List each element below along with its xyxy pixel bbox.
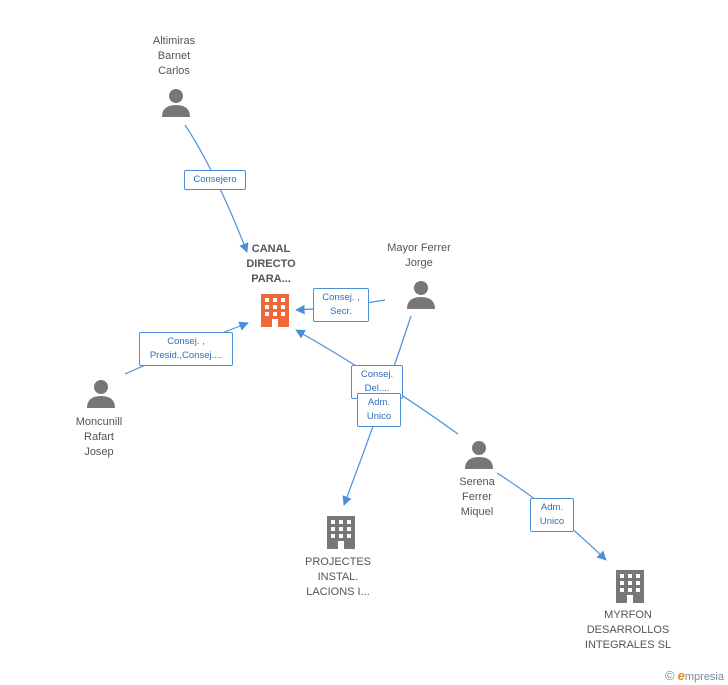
person-icon[interactable] [87, 380, 115, 408]
copyright-icon: © [664, 668, 675, 683]
brand-initial: e [677, 668, 685, 683]
edge-label-consej-presid: Consej. , Presid.,Consej.... [139, 332, 233, 366]
node-label-projectes[interactable]: PROJECTES INSTAL. LACIONS I... [304, 556, 371, 598]
node-label-moncunill[interactable]: Moncunill Rafart Josep [75, 416, 123, 458]
brand-name: mpresia [684, 671, 724, 683]
company-building-icon[interactable] [327, 516, 355, 549]
node-label-mayor-ferrer[interactable]: Mayor Ferrer Jorge [387, 242, 451, 269]
main-company-building-icon[interactable] [261, 294, 289, 327]
company-building-icon[interactable] [616, 570, 644, 603]
person-icon[interactable] [162, 89, 190, 117]
node-label-canal-directo[interactable]: CANAL DIRECTO PARA... [246, 243, 296, 285]
node-label-altimiras[interactable]: Altimiras Barnet Carlos [152, 35, 196, 77]
empresia-logo: © empresia [665, 668, 724, 683]
node-label-serena-ferrer[interactable]: Serena Ferrer Miquel [459, 476, 495, 518]
person-icon[interactable] [465, 441, 493, 469]
edge-label-consejero: Consejero [184, 170, 246, 190]
edge-label-consej-secr: Consej. , Secr. [313, 288, 369, 322]
person-icon[interactable] [407, 281, 435, 309]
node-label-myrfon[interactable]: MYRFON DESARROLLOS INTEGRALES SL [584, 609, 672, 651]
edge-label-adm-unico-myrfon: Adm. Unico [530, 498, 574, 532]
edge-label-adm-unico-projectes: Adm. Unico [357, 393, 401, 427]
